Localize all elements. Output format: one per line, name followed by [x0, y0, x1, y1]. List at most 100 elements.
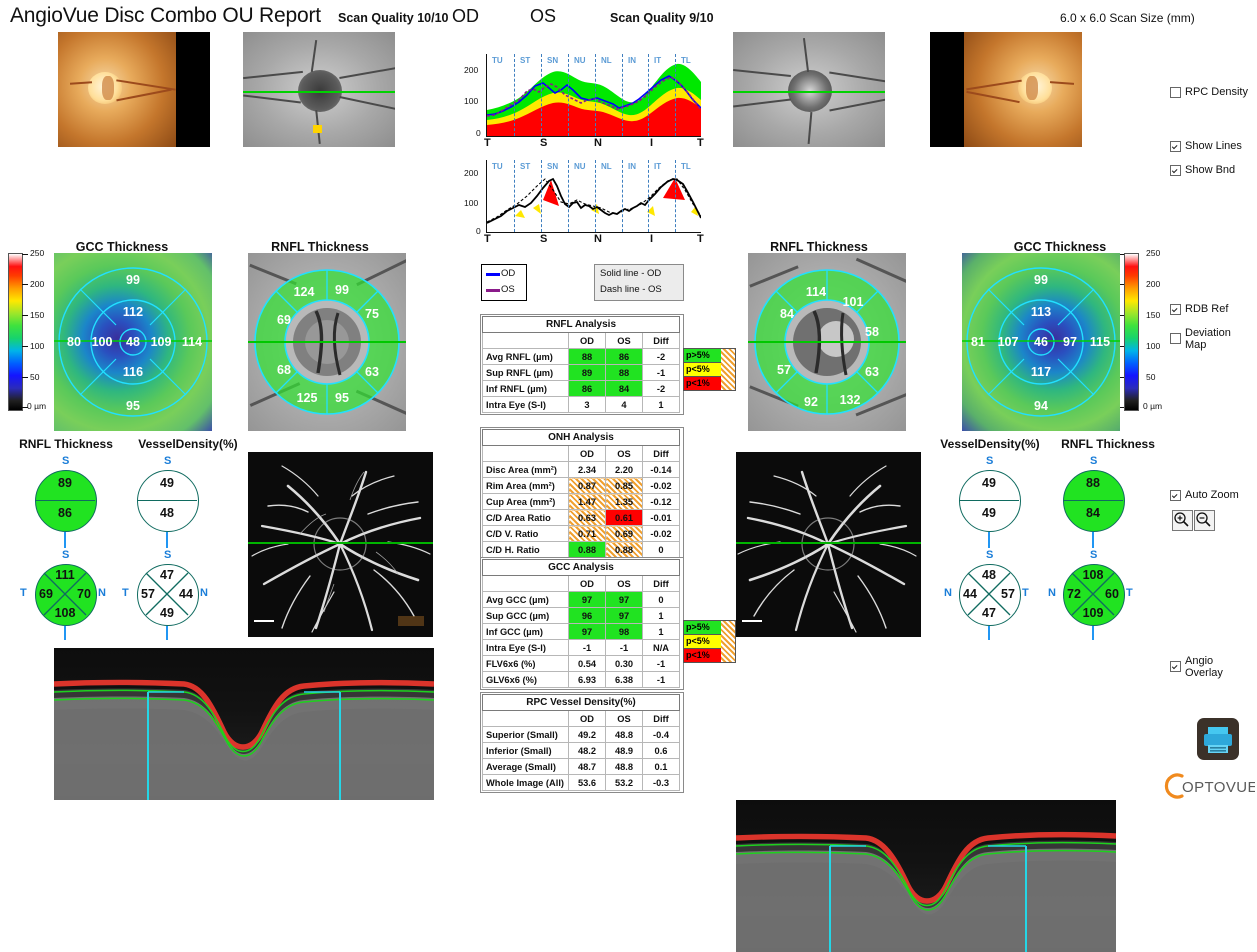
quad-dir-s-vd-os-top: S — [986, 455, 994, 467]
rnfl-col-os: OS — [605, 332, 643, 349]
angio-scan-line-os[interactable] — [736, 542, 921, 544]
onh-row2-od: 1.47 — [568, 493, 606, 510]
vd-quad-cross-od — [145, 572, 189, 616]
checkbox-angio-overlay-label-line2: Overlay — [1185, 667, 1223, 679]
key-borderline-lower: p<5% — [684, 635, 722, 649]
oct-bscan-os[interactable] — [736, 800, 1116, 952]
checkbox-auto-zoom-label: Auto Zoom — [1185, 489, 1239, 501]
colorbar-os-tick-200: 200 — [1146, 279, 1161, 289]
scan-line-os[interactable] — [733, 91, 885, 93]
gcc-row2-label: Inf GCC (µm) — [482, 623, 569, 640]
vd-quad-od-temp: 57 — [141, 587, 155, 601]
rnfl-row0-label: Avg RNFL (µm) — [482, 348, 569, 365]
gcc-row0-os: 97 — [605, 591, 643, 608]
tsnit-chart-upper[interactable] — [486, 54, 701, 137]
rnfl-od-sector-s4: 95 — [335, 391, 349, 405]
zoom-out-button[interactable] — [1194, 510, 1215, 531]
rnfl-thickness-map-od[interactable]: 99 75 63 95 125 68 69 124 — [248, 253, 406, 431]
rnfl-od-sector-s7: 69 — [277, 313, 291, 327]
zoom-in-button[interactable] — [1172, 510, 1193, 531]
sector-label-in-upper: IN — [628, 56, 636, 65]
table-row: Avg RNFL (µm) 88 86 -2 — [482, 348, 680, 365]
checkbox-rpc-density-box[interactable] — [1170, 86, 1181, 98]
gcc-table-title: GCC Analysis — [482, 559, 680, 576]
quad-dir-n-vd-od: N — [200, 587, 208, 599]
gcc-od-inner-nasal: 109 — [150, 335, 172, 349]
quad-title-vd-od: VesselDensity(%) — [138, 437, 238, 451]
sector-label-sn-upper: SN — [547, 56, 559, 65]
gcc-row3-label: Intra Eye (S-I) — [482, 639, 569, 656]
sector-label-tu-lower: TU — [492, 162, 503, 171]
checkbox-show-lines-box[interactable] — [1170, 140, 1181, 152]
quad-dir-n-rnfl-od: N — [98, 587, 106, 599]
gcc-thickness-map-os[interactable]: 99 113 81 107 46 97 115 117 94 — [962, 253, 1120, 431]
rnfl-analysis-table: RNFL Analysis OD OS Diff Avg RNFL (µm) 8… — [482, 316, 680, 413]
rnfl-analysis-table-wrap: RNFL Analysis OD OS Diff Avg RNFL (µm) 8… — [480, 314, 684, 415]
tsnit-chart-panel: 200 100 0 TU ST SN NU NL IN IT TL T S N … — [462, 48, 708, 245]
tsnit-x-i-upper: I — [650, 137, 654, 149]
scan-line-od[interactable] — [243, 91, 395, 93]
gcc-thickness-map-od[interactable]: 99 112 80 100 48 109 114 116 95 — [54, 253, 212, 431]
rnfl-os-sector-s1: 114 — [805, 285, 827, 299]
gcc-od-outer-inf: 95 — [126, 399, 140, 413]
rnfl-od-sector-s1: 99 — [335, 283, 349, 297]
rnfl-row3-os: 4 — [605, 396, 643, 413]
tsnit-x-n-lower: N — [594, 233, 602, 245]
angiogram-od[interactable] — [248, 452, 433, 637]
checkbox-show-lines[interactable]: Show Lines — [1170, 140, 1242, 152]
tsnit-upper-ytick-200: 200 — [464, 65, 479, 75]
checkbox-show-bnd-box[interactable] — [1170, 164, 1181, 176]
rnfl-thickness-map-os[interactable]: 114 101 58 63 132 92 57 84 — [748, 253, 906, 431]
checkbox-rdb-ref-box[interactable] — [1170, 303, 1181, 315]
checkbox-deviation-map-box[interactable] — [1170, 333, 1181, 344]
significance-key-hatch-upper — [721, 348, 736, 391]
fundus-photo-od[interactable] — [58, 32, 210, 147]
gcc-od-inner-inf: 116 — [122, 365, 144, 379]
checkbox-auto-zoom-box[interactable] — [1170, 489, 1181, 501]
enface-image-od[interactable] — [243, 32, 395, 147]
map-title-rnfl-os: RNFL Thickness — [770, 240, 868, 254]
key-normal-lower: p>5% — [684, 621, 722, 635]
angiogram-os[interactable] — [736, 452, 921, 637]
checkbox-auto-zoom[interactable]: Auto Zoom — [1170, 489, 1239, 501]
rpc-col-os: OS — [605, 710, 643, 727]
onh-row5-od: 0.88 — [568, 541, 606, 558]
checkbox-rdb-ref[interactable]: RDB Ref — [1170, 303, 1228, 315]
colorbar-od-tick-150: 150 — [30, 310, 45, 320]
gcc-row5-diff: -1 — [642, 671, 680, 688]
checkbox-show-bnd[interactable]: Show Bnd — [1170, 164, 1235, 176]
rnfl-quad-od-nasal: 70 — [77, 587, 91, 601]
gcc-row4-diff: -1 — [642, 655, 680, 672]
angio-scan-line-od[interactable] — [248, 542, 433, 544]
fundus-photo-os[interactable] — [930, 32, 1082, 147]
checkbox-angio-overlay-box[interactable] — [1170, 661, 1181, 672]
rnfl-os-sector-s8: 84 — [780, 307, 794, 321]
rnfl-col-diff: Diff — [642, 332, 680, 349]
vd-half-os-sup: 49 — [982, 476, 996, 490]
key-normal-upper: p>5% — [684, 349, 722, 363]
checkbox-rpc-density-label: RPC Density — [1185, 86, 1248, 98]
legend-dash-line: Dash line - OS — [600, 284, 662, 295]
gcc-row5-label: GLV6x6 (%) — [482, 671, 569, 688]
table-row: Intra Eye (S-I) 3 4 1 — [482, 396, 680, 413]
enface-image-os[interactable] — [733, 32, 885, 147]
gcc-os-inner-temp: 107 — [997, 335, 1019, 349]
sector-label-it-upper: IT — [654, 56, 662, 65]
significance-key-upper: p>5% p<5% p<1% — [683, 348, 723, 391]
sector-label-nu-upper: NU — [574, 56, 586, 65]
table-row: Intra Eye (S-I) -1 -1 N/A — [482, 639, 680, 656]
gcc-row3-os: -1 — [605, 639, 643, 656]
tsnit-chart-lower[interactable] — [486, 160, 701, 233]
rpc-row0-os: 48.8 — [605, 726, 643, 743]
print-button[interactable] — [1197, 718, 1239, 760]
tsnit-lower-ytick-100: 100 — [464, 198, 479, 208]
rnfl-od-sector-s8: 124 — [293, 285, 315, 299]
tsnit-x-t-right-lower: T — [697, 233, 704, 245]
tsnit-lower-ytick-200: 200 — [464, 168, 479, 178]
legend-os-label: OS — [501, 284, 515, 295]
oct-bscan-od[interactable] — [54, 648, 434, 800]
checkbox-rpc-density[interactable]: RPC Density — [1170, 86, 1248, 98]
onh-row5-diff: 0 — [642, 541, 680, 558]
